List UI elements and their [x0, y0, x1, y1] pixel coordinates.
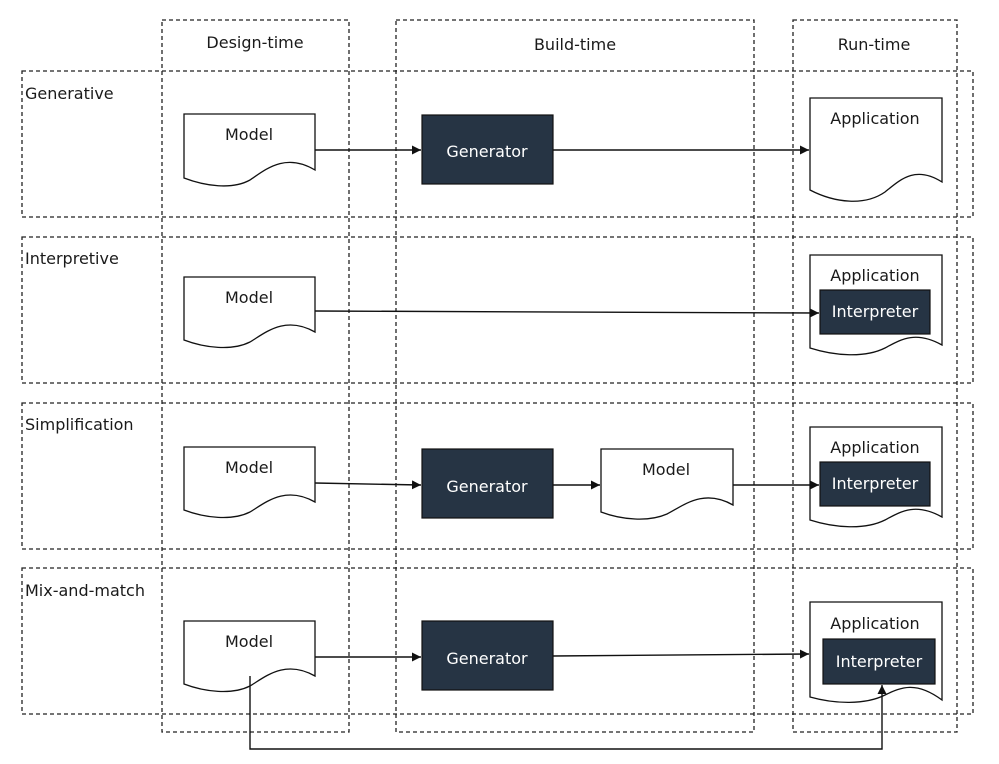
row-label-simplification: Simplification [25, 415, 134, 434]
interpretive-model-doc: Model [183, 276, 316, 349]
svg-text:Model: Model [225, 125, 273, 144]
svg-text:Interpreter: Interpreter [832, 302, 919, 321]
svg-text:Interpreter: Interpreter [836, 652, 923, 671]
simplification-generator-box: Generator [421, 448, 554, 519]
generative-application-doc: Application [809, 97, 943, 202]
column-build-time [395, 19, 755, 733]
svg-text:Application: Application [830, 438, 919, 457]
svg-text:Model: Model [642, 460, 690, 479]
svg-text:Generator: Generator [446, 142, 528, 161]
edge-int-model-to-interpreter [314, 308, 820, 318]
svg-text:Generator: Generator [446, 649, 528, 668]
column-run-time [792, 19, 958, 733]
row-simplification [21, 402, 974, 550]
row-mix-and-match [21, 567, 974, 715]
column-header-design: Design-time [206, 33, 303, 52]
row-label-interpretive: Interpretive [25, 249, 119, 268]
edge-simp-model-to-generator [314, 480, 422, 490]
row-generative [21, 70, 974, 218]
svg-text:Model: Model [225, 288, 273, 307]
mixmatch-generator-box: Generator [421, 620, 554, 691]
row-interpretive [21, 236, 974, 384]
simplification-interpreter-box: Interpreter [819, 461, 931, 507]
interpretive-interpreter-box: Interpreter [819, 289, 931, 335]
simplification-model2-doc: Model [600, 448, 734, 520]
simplification-model-doc: Model [183, 446, 316, 519]
column-design-time [161, 19, 350, 733]
svg-text:Model: Model [225, 458, 273, 477]
svg-text:Generator: Generator [446, 477, 528, 496]
svg-text:Interpreter: Interpreter [832, 474, 919, 493]
edge-mix-model-to-interpreter [249, 676, 887, 750]
svg-text:Model: Model [225, 632, 273, 651]
column-header-run: Run-time [838, 35, 911, 54]
row-label-mix-and-match: Mix-and-match [25, 581, 145, 600]
generative-generator-box: Generator [421, 114, 554, 185]
svg-text:Application: Application [830, 614, 919, 633]
row-label-generative: Generative [25, 84, 114, 103]
column-header-build: Build-time [534, 35, 616, 54]
svg-text:Application: Application [830, 109, 919, 128]
mixmatch-interpreter-box: Interpreter [822, 638, 936, 685]
edge-mix-generator-to-application [552, 649, 810, 659]
generative-model-doc: Model [183, 113, 316, 187]
svg-text:Application: Application [830, 266, 919, 285]
